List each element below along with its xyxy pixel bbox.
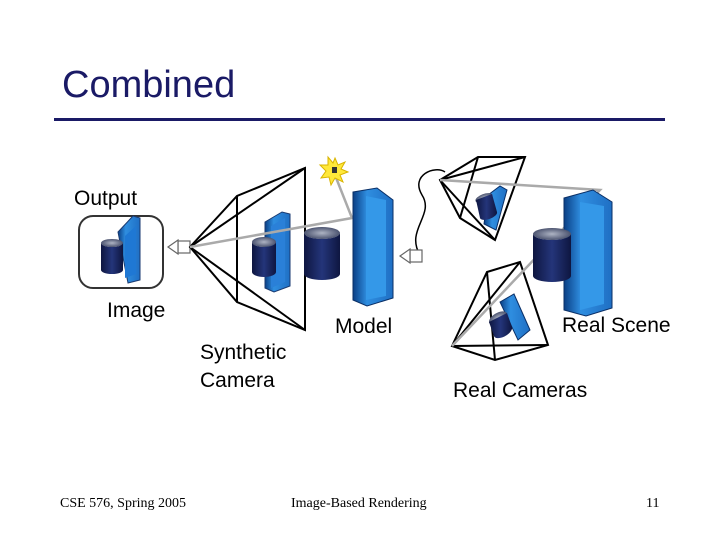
camera-connector-curve	[414, 169, 446, 256]
footer-course: CSE 576, Spring 2005	[60, 496, 187, 511]
real-camera-lower	[450, 260, 550, 362]
real-cameras-label: Real Cameras	[453, 379, 588, 402]
camera-label: Camera	[200, 369, 275, 392]
synthetic-camera-arrow-icon	[166, 238, 191, 256]
title-underline	[54, 118, 665, 121]
footer-page-number: 11	[646, 496, 660, 511]
light-ray	[189, 169, 354, 249]
real-camera-upper	[438, 156, 527, 242]
model-label: Model	[335, 315, 393, 338]
real-camera-arrow-icon	[398, 247, 423, 265]
image-label: Image	[107, 299, 166, 322]
real-scene-label: Real Scene	[562, 314, 671, 337]
footer-topic: Image-Based Rendering	[291, 496, 427, 511]
scene-ray	[439, 178, 603, 347]
synthetic-image-plane	[252, 211, 291, 293]
output-image	[78, 215, 164, 289]
output-label: Output	[74, 187, 138, 210]
synthetic-label: Synthetic	[200, 341, 287, 364]
model-object	[304, 187, 394, 307]
real-scene-object	[533, 189, 613, 317]
slide-title: Combined	[62, 64, 236, 106]
light-source-icon	[318, 155, 350, 187]
